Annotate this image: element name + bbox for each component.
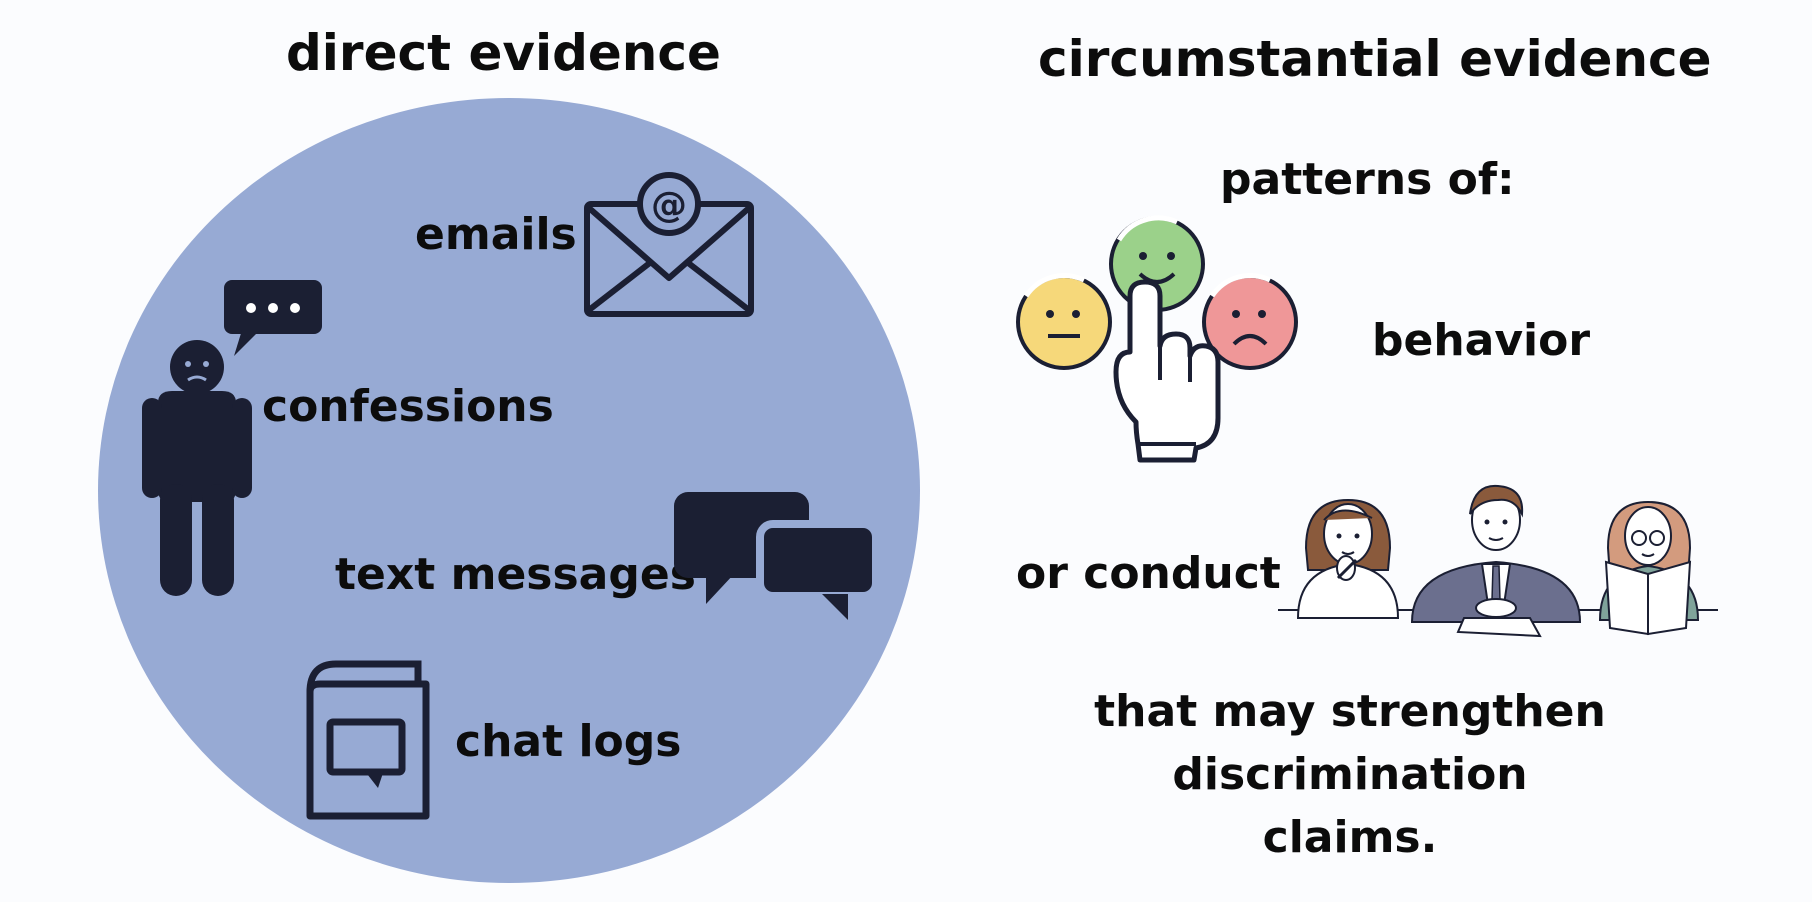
chat-log-book-icon (304, 660, 430, 820)
emoji-feedback-hand-icon (1012, 212, 1302, 464)
text-messages-label: text messages (335, 549, 696, 600)
closing-line-1: that may strengthen (1094, 686, 1606, 737)
patterns-of-label: patterns of: (1220, 154, 1515, 205)
closing-statement: that may strengthen discrimination claim… (1060, 680, 1640, 869)
closing-line-3: claims. (1262, 812, 1438, 863)
behavior-label: behavior (1372, 315, 1591, 366)
envelope-at-icon: @ (583, 170, 755, 318)
person-speech-icon (138, 278, 324, 598)
closing-line-2: discrimination (1172, 749, 1528, 800)
or-conduct-label: or conduct (1016, 548, 1281, 599)
interview-panel-icon (1278, 458, 1718, 656)
chat-bubbles-icon (672, 490, 878, 622)
circumstantial-evidence-heading: circumstantial evidence (1038, 30, 1712, 88)
chat-logs-label: chat logs (455, 716, 682, 767)
direct-evidence-heading: direct evidence (286, 24, 721, 82)
confessions-label: confessions (262, 381, 554, 432)
svg-text:@: @ (651, 185, 687, 226)
emails-label: emails (415, 209, 577, 260)
